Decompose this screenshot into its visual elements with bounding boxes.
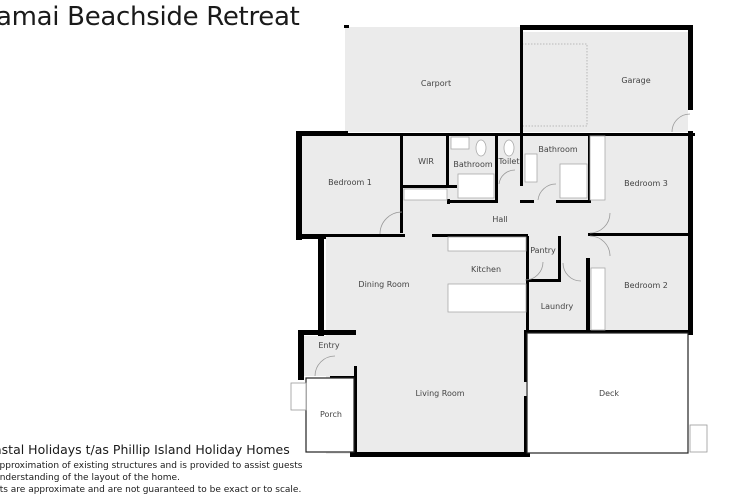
label-toilet: Toilet	[498, 157, 520, 166]
footer: astal Holidays t/as Phillip Island Holid…	[0, 442, 302, 496]
disclaimer-line-1: approximation of existing structures and…	[0, 461, 303, 471]
label-living-room: Living Room	[415, 389, 464, 398]
deck-steps	[689, 424, 708, 453]
bath2-vanity	[524, 153, 538, 183]
label-deck: Deck	[599, 389, 619, 398]
label-bedroom-2: Bedroom 2	[624, 281, 668, 290]
disclaimer-line-3: nts are approximate and are not guarante…	[0, 485, 302, 495]
label-bathroom-1: Bathroom	[453, 160, 493, 169]
label-kitchen: Kitchen	[471, 265, 501, 274]
toilet-fixture	[503, 139, 515, 157]
garage-floor	[523, 32, 688, 132]
porch-outline	[305, 377, 355, 453]
living-floor	[326, 236, 526, 454]
label-bathroom-2: Bathroom	[538, 145, 578, 154]
label-wir: WIR	[418, 157, 434, 166]
bath1-shower	[457, 173, 495, 199]
deck-outline	[526, 332, 689, 454]
room-labels: Carport Garage Bedroom 1 WIR Bathroom To…	[318, 76, 668, 419]
door-swings	[314, 113, 691, 377]
east-wing-floor	[526, 236, 690, 332]
porch-steps	[290, 382, 307, 411]
walls	[296, 25, 695, 457]
label-bedroom-1: Bedroom 1	[328, 178, 372, 187]
bath1-vanity	[450, 136, 470, 150]
kitchen-bench	[447, 236, 527, 252]
label-laundry: Laundry	[541, 302, 574, 311]
bedroom3-wardrobe	[589, 135, 606, 201]
company-name: astal Holidays t/as Phillip Island Holid…	[0, 442, 290, 457]
label-porch: Porch	[320, 410, 342, 419]
label-dining-room: Dining Room	[358, 280, 409, 289]
kitchen-island	[447, 283, 527, 313]
label-pantry: Pantry	[530, 246, 556, 255]
label-bedroom-3: Bedroom 3	[624, 179, 668, 188]
fixtures	[403, 135, 606, 331]
label-carport: Carport	[421, 79, 451, 88]
label-hall: Hall	[492, 215, 507, 224]
carport-floor	[345, 27, 520, 132]
label-garage: Garage	[621, 76, 650, 85]
bath2-shower	[559, 163, 588, 199]
disclaimer-line-2: understanding of the layout of the home.	[0, 473, 180, 483]
label-entry: Entry	[318, 341, 340, 350]
entry-floor	[304, 336, 354, 376]
carport-post	[344, 25, 349, 28]
wir-shelf	[403, 188, 448, 201]
bath1-toilet	[475, 139, 487, 157]
bedroom2-wardrobe	[590, 267, 606, 331]
property-title: amai Beachside Retreat	[0, 2, 300, 32]
